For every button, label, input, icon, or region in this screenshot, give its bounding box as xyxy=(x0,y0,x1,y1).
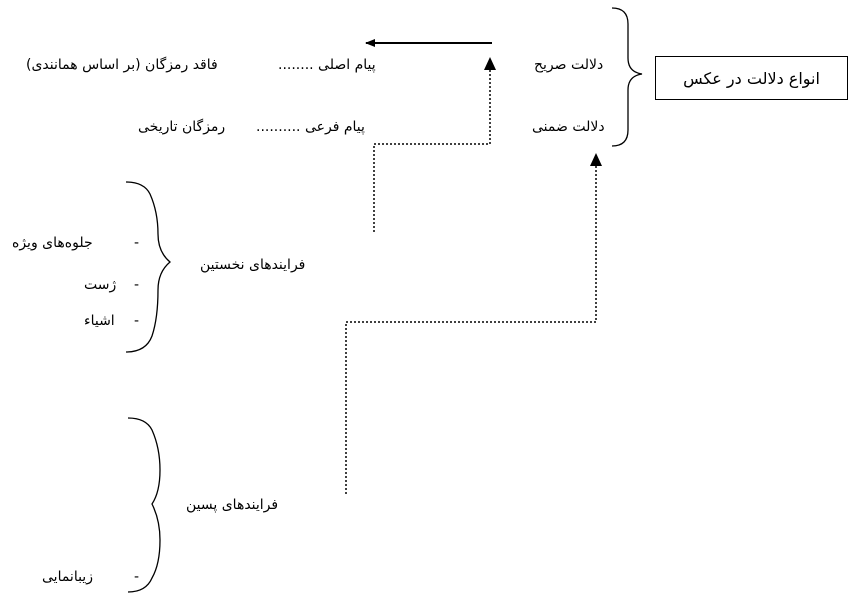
sub-message-desc: رمزگان تاریخی xyxy=(138,119,226,135)
arrow-secondary-to-implicit xyxy=(345,162,597,494)
implicit-label: دلالت ضمنی xyxy=(532,119,605,135)
arrowhead-primary xyxy=(484,57,496,70)
bullet-dash: - xyxy=(134,313,140,329)
bullet-dash: - xyxy=(134,569,140,585)
primary-processes-label: فرایندهای نخستین xyxy=(200,257,306,273)
main-message-desc: فاقد رمزگان (بر اساس همانندی) xyxy=(26,57,218,73)
primary-item-pose: ژست xyxy=(84,277,117,293)
secondary-processes-label: فرایندهای پسین xyxy=(186,497,279,513)
primary-item-objects: اشیاء xyxy=(84,313,115,329)
brace-secondary xyxy=(127,417,161,593)
primary-item-special-effects: جلوه‌های ویژه xyxy=(12,235,93,251)
sub-message: پیام فرعی .......... xyxy=(256,119,365,135)
brace-types xyxy=(611,7,643,147)
main-message: پیام اصلی ........ xyxy=(278,57,376,73)
brace-primary xyxy=(125,181,172,353)
secondary-item-aestheticism: زیبانمایی xyxy=(42,569,93,585)
arrow-primary-to-explicit xyxy=(373,62,491,232)
explicit-label: دلالت صریح xyxy=(534,57,604,73)
title-box: انواع دلالت در عکس xyxy=(655,56,848,100)
arrowhead-secondary xyxy=(590,153,602,166)
bullet-dash: - xyxy=(134,277,140,293)
bullet-dash: - xyxy=(134,235,140,251)
